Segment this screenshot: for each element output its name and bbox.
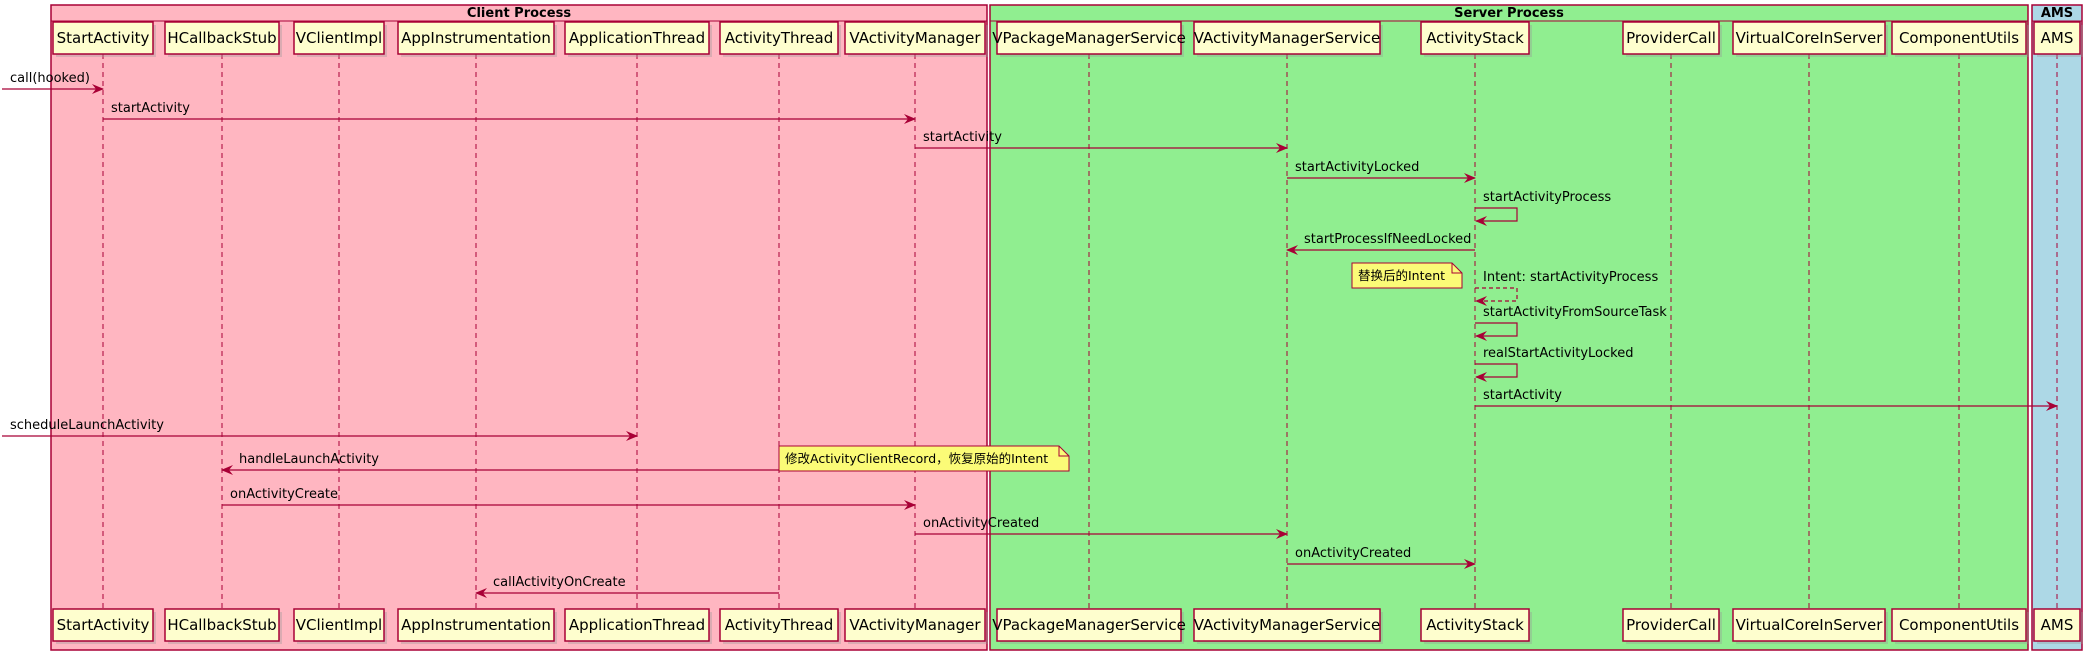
group-title-client: Client Process — [467, 6, 571, 21]
participant-label-top-at: ApplicationThread — [569, 29, 705, 47]
participant-box-top-pc — [1622, 21, 1720, 55]
message-label-0: call(hooked) — [10, 71, 90, 86]
participant-label-bottom-pc: ProviderCall — [1626, 616, 1716, 634]
message-label-8: realStartActivityLocked — [1483, 346, 1633, 361]
note-text-0: 替换后的Intent — [1358, 268, 1445, 283]
message-label-5: startProcessIfNeedLocked — [1304, 232, 1471, 247]
participant-label-top-ams: AMS — [2041, 29, 2074, 47]
participant-label-top-actt: ActivityThread — [725, 29, 834, 47]
message-label-2: startActivity — [923, 130, 1002, 145]
message-label-12: onActivityCreate — [230, 487, 338, 502]
participant-label-bottom-at: ApplicationThread — [569, 616, 705, 634]
participant-label-bottom-sa: StartActivity — [57, 616, 150, 634]
message-label-7: startActivityFromSourceTask — [1483, 305, 1667, 320]
group-box-server — [989, 4, 2029, 651]
message-label-10: scheduleLaunchActivity — [10, 418, 164, 433]
participant-box-bottom-ams — [2033, 608, 2081, 642]
participant-box-top-at — [564, 21, 710, 55]
participant-label-bottom-vcis: VirtualCoreInServer — [1736, 616, 1884, 634]
participant-box-bottom-ai — [397, 608, 555, 642]
message-arrow-8 — [1475, 363, 1518, 382]
participant-box-top-hcs — [164, 21, 280, 55]
participant-box-top-actt — [719, 21, 839, 55]
message-label-9: startActivity — [1483, 388, 1562, 403]
participant-box-top-vpms — [996, 21, 1182, 55]
participant-label-top-vams: VActivityManagerService — [1194, 29, 1381, 47]
message-label-3: startActivityLocked — [1295, 160, 1419, 175]
message-arrow-4 — [1475, 207, 1518, 226]
participant-label-top-hcs: HCallbackStub — [167, 29, 276, 47]
participant-label-bottom-as: ActivityStack — [1426, 616, 1524, 634]
participant-box-bottom-sa — [52, 608, 154, 642]
participant-box-bottom-vcis — [1732, 608, 1886, 642]
participant-box-bottom-vam — [844, 608, 986, 642]
group-title-ams: AMS — [2041, 6, 2073, 21]
participant-box-top-as — [1420, 21, 1530, 55]
participant-label-bottom-ai: AppInstrumentation — [401, 616, 551, 634]
participant-label-bottom-actt: ActivityThread — [725, 616, 834, 634]
participant-box-bottom-as — [1420, 608, 1530, 642]
message-label-11: handleLaunchActivity — [239, 452, 379, 467]
participant-label-top-ai: AppInstrumentation — [401, 29, 551, 47]
participant-label-top-as: ActivityStack — [1426, 29, 1524, 47]
participant-box-top-vams — [1193, 21, 1381, 55]
participant-label-top-vam: VActivityManager — [849, 29, 981, 47]
participant-label-top-cu: ComponentUtils — [1899, 29, 2019, 47]
message-arrow-6 — [1475, 287, 1518, 306]
participant-label-bottom-vams: VActivityManagerService — [1194, 616, 1381, 634]
participant-box-top-vam — [844, 21, 986, 55]
note-box-0 — [1351, 262, 1463, 289]
participant-label-top-vpms: VPackageManagerService — [992, 29, 1186, 47]
participant-box-top-vcis — [1732, 21, 1886, 55]
participant-box-top-ai — [397, 21, 555, 55]
participant-box-bottom-actt — [719, 608, 839, 642]
message-label-6: Intent: startActivityProcess — [1483, 270, 1658, 285]
participant-box-bottom-cu — [1891, 608, 2027, 642]
participant-label-bottom-vam: VActivityManager — [849, 616, 981, 634]
message-label-1: startActivity — [111, 101, 190, 116]
participant-label-bottom-vpms: VPackageManagerService — [992, 616, 1186, 634]
message-label-4: startActivityProcess — [1483, 190, 1611, 205]
participant-box-bottom-at — [564, 608, 710, 642]
participant-box-bottom-pc — [1622, 608, 1720, 642]
group-box-client — [50, 4, 988, 651]
participant-box-bottom-vci — [293, 608, 385, 642]
participant-box-bottom-vams — [1193, 608, 1381, 642]
participant-box-top-ams — [2033, 21, 2081, 55]
participant-box-bottom-hcs — [164, 608, 280, 642]
participant-box-top-sa — [52, 21, 154, 55]
participant-box-top-cu — [1891, 21, 2027, 55]
participant-label-top-pc: ProviderCall — [1626, 29, 1716, 47]
participant-label-bottom-ams: AMS — [2041, 616, 2074, 634]
message-label-13: onActivityCreated — [923, 516, 1039, 531]
note-text-1: 修改ActivityClientRecord，恢复原始的Intent — [785, 451, 1048, 466]
group-title-server: Server Process — [1454, 6, 1564, 21]
participant-label-top-sa: StartActivity — [57, 29, 150, 47]
participant-label-top-vci: VClientImpl — [296, 29, 382, 47]
participant-label-bottom-cu: ComponentUtils — [1899, 616, 2019, 634]
participant-label-bottom-hcs: HCallbackStub — [167, 616, 276, 634]
participant-box-top-vci — [293, 21, 385, 55]
participant-label-top-vcis: VirtualCoreInServer — [1736, 29, 1884, 47]
participant-box-bottom-vpms — [996, 608, 1182, 642]
message-label-14: onActivityCreated — [1295, 546, 1411, 561]
message-label-15: callActivityOnCreate — [493, 575, 626, 590]
participant-label-bottom-vci: VClientImpl — [296, 616, 382, 634]
message-arrow-7 — [1475, 322, 1518, 341]
note-box-1 — [778, 445, 1070, 472]
